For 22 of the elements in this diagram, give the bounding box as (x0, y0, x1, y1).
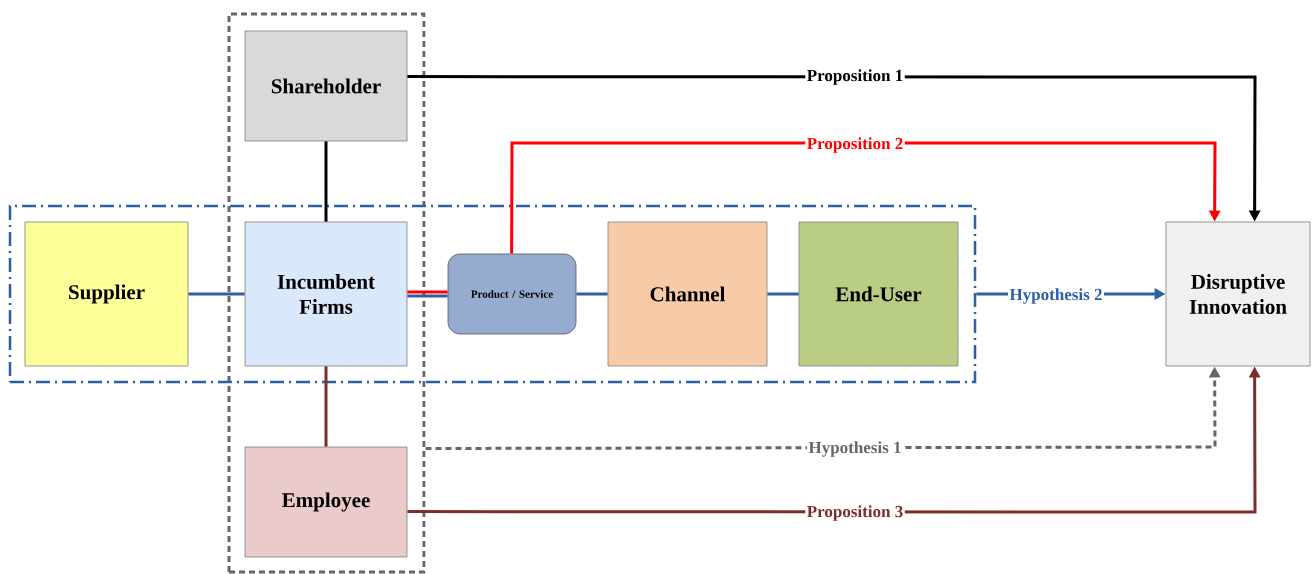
process-box: Employee (244, 446, 408, 558)
edge-label: Hypothesis 1 (807, 439, 904, 459)
connector-line (324, 141, 328, 222)
connector-line (767, 292, 799, 296)
arrow (510, 141, 1221, 254)
process-box: Supplier (24, 221, 189, 367)
process-box: Product / Service (447, 253, 577, 335)
process-box: Channel (607, 221, 768, 367)
process-box: Incumbent Firms (244, 221, 408, 367)
connector-line (407, 290, 448, 298)
group-frame (8, 204, 977, 384)
connector-line (576, 292, 608, 296)
process-box: Disruptive Innovation (1165, 221, 1311, 367)
edge-label: Hypothesis 2 (1008, 286, 1105, 306)
process-box: Shareholder (244, 30, 408, 142)
process-box: End-User (798, 221, 959, 367)
edge-label: Proposition 2 (805, 135, 905, 155)
connector-line (188, 292, 245, 296)
group-frame (227, 12, 426, 574)
edge-label: Proposition 1 (805, 67, 905, 87)
edge-label: Proposition 3 (805, 503, 905, 523)
connector-line (324, 366, 328, 447)
